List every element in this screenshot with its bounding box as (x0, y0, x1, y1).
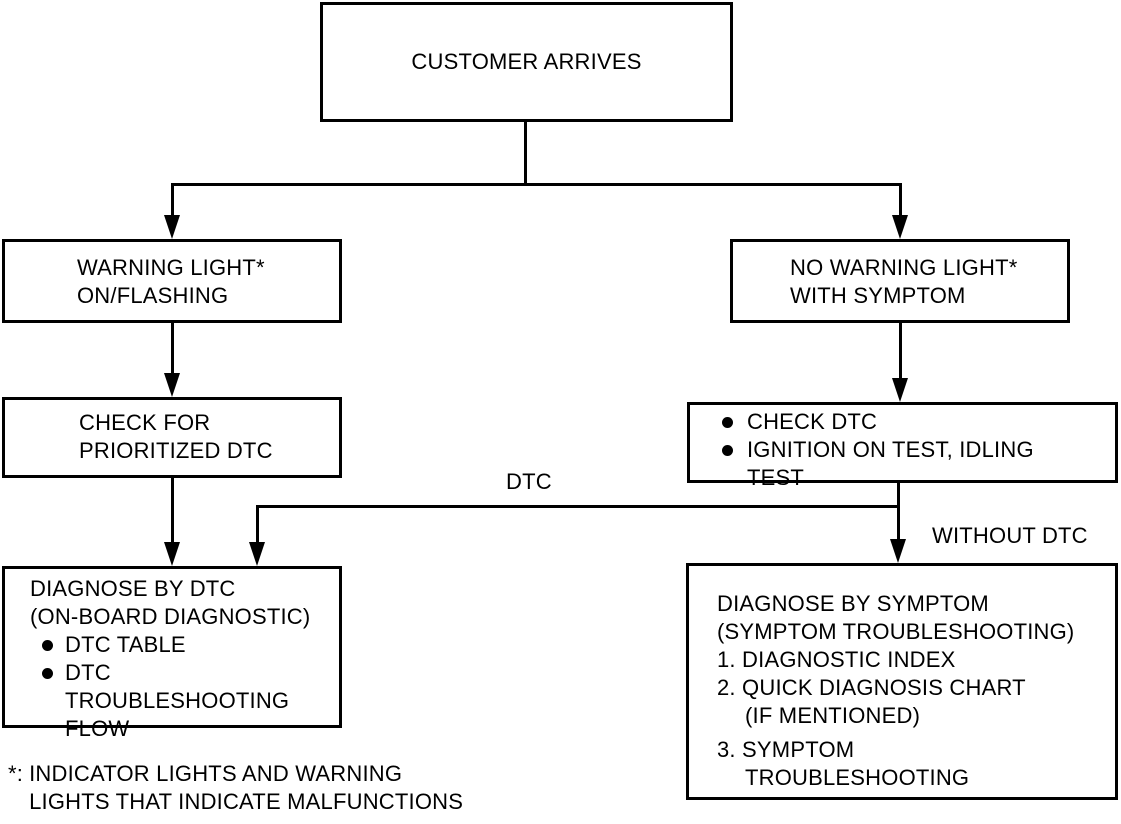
node-customer-arrives: CUSTOMER ARRIVES (320, 2, 733, 122)
node-label-line: (SYMPTOM TROUBLESHOOTING) (717, 619, 1075, 644)
bullet-item: CHECK DTC (747, 409, 878, 434)
node-label: CUSTOMER ARRIVES (411, 49, 642, 74)
footnote-line: INDICATOR LIGHTS AND WARNING (29, 761, 403, 786)
connector-left-branch-down (171, 183, 174, 219)
node-diagnose-by-dtc: DIAGNOSE BY DTC (ON-BOARD DIAGNOSTIC) DT… (2, 566, 342, 741)
footnote-marker: *: (8, 761, 24, 786)
numbered-item: 2. QUICK DIAGNOSIS CHART (717, 675, 1026, 700)
connector-dtc-branch-down (256, 505, 259, 543)
node-check-dtc: CHECK DTC IGNITION ON TEST, IDLING TEST (687, 402, 1118, 490)
node-label-line: (ON-BOARD DIAGNOSTIC) (30, 604, 311, 629)
node-label-line: CHECK FOR (79, 410, 211, 435)
footnote: *: INDICATOR LIGHTS AND WARNING LIGHTS T… (8, 760, 463, 816)
footnote-line: LIGHTS THAT INDICATE MALFUNCTIONS (29, 789, 464, 814)
node-label-line: DIAGNOSE BY SYMPTOM (717, 591, 989, 616)
node-check-for-prioritized-dtc: CHECK FOR PRIORITIZED DTC (2, 397, 342, 478)
connector-top-branch (171, 183, 902, 186)
node-no-warning-light-with-symptom: NO WARNING LIGHT* WITH SYMPTOM (730, 239, 1070, 323)
bullet-icon (722, 445, 733, 456)
edge-label-without-dtc: WITHOUT DTC (932, 523, 1088, 548)
bullet-item-line: TROUBLESHOOTING (65, 688, 290, 713)
node-diagnose-by-symptom: DIAGNOSE BY SYMPTOM (SYMPTOM TROUBLESHOO… (686, 563, 1118, 800)
node-warning-light-on-flashing: WARNING LIGHT* ON/FLASHING (2, 239, 342, 323)
bullet-icon (42, 668, 53, 679)
bullet-item-line: TEST (747, 465, 805, 490)
arrow-down-icon (164, 373, 180, 397)
numbered-item-continuation: (IF MENTIONED) (745, 703, 921, 728)
bullet-item: DTC TABLE (65, 632, 186, 657)
node-label-line: WARNING LIGHT* (77, 255, 265, 280)
connector-right-branch-down (899, 183, 902, 219)
arrow-down-icon (249, 542, 265, 566)
arrow-down-icon (890, 539, 906, 563)
numbered-item: 3. SYMPTOM (717, 737, 855, 762)
node-label-line: ON/FLASHING (77, 283, 229, 308)
connector-nowarning-to-checkdtc (899, 323, 902, 381)
bullet-item-line: IGNITION ON TEST, IDLING (747, 437, 1034, 462)
node-label-line: DIAGNOSE BY DTC (30, 576, 236, 601)
edge-label-dtc: DTC (506, 469, 552, 494)
bullet-item-line: FLOW (65, 716, 130, 741)
connector-customer-down (524, 122, 527, 183)
arrow-down-icon (164, 215, 180, 239)
bullet-icon (42, 640, 53, 651)
numbered-item: 1. DIAGNOSTIC INDEX (717, 647, 956, 672)
numbered-item-continuation: TROUBLESHOOTING (745, 765, 970, 790)
arrow-down-icon (892, 378, 908, 402)
arrow-down-icon (164, 542, 180, 566)
bullet-icon (722, 417, 733, 428)
connector-checkdtc-down (897, 483, 900, 541)
connector-check-to-diagnose-dtc (171, 478, 174, 544)
node-label-line: NO WARNING LIGHT* (790, 255, 1018, 280)
connector-dtc-branch (256, 505, 900, 508)
connector-warning-to-check (171, 323, 174, 377)
bullet-item-line: DTC (65, 660, 111, 685)
arrow-down-icon (892, 215, 908, 239)
node-label-line: WITH SYMPTOM (790, 283, 966, 308)
node-label-line: PRIORITIZED DTC (79, 438, 273, 463)
